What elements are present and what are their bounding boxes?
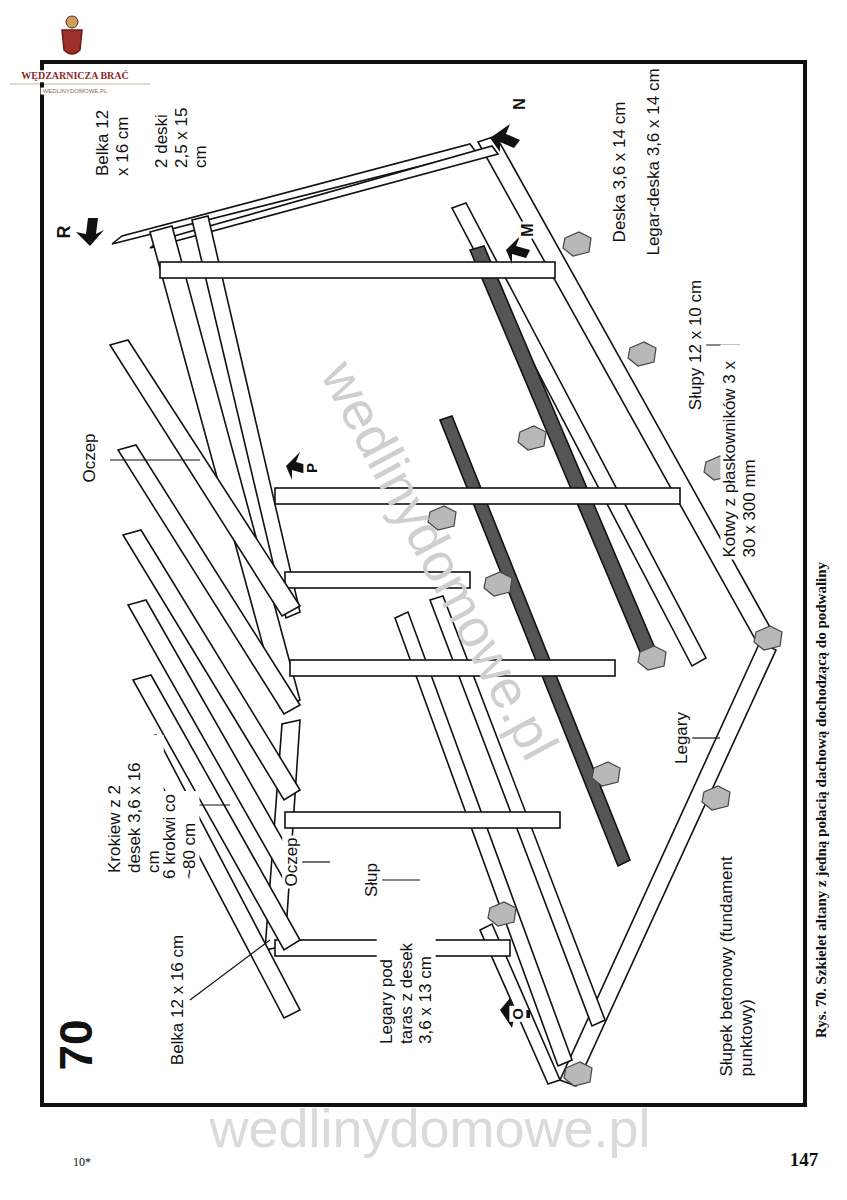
part-label: Legary — [672, 710, 692, 766]
part-label: Belka 12 x 16 cm — [93, 102, 132, 178]
page-number: 147 — [788, 1149, 821, 1171]
part-label: 2 deski 2,5 x 15 cm — [152, 94, 211, 170]
direction-letter: M — [519, 221, 537, 238]
logo-subtext: WEDLINYDOMOWE.PL — [41, 88, 110, 95]
part-label: Oczep — [80, 431, 100, 484]
direction-letter: O — [509, 1006, 526, 1022]
page-note: 10* — [71, 1156, 93, 1170]
logo-icon — [10, 16, 150, 84]
part-label: Belka 12 x 16 cm — [168, 933, 188, 1067]
figure-caption: Rys. 70. Szkielet altany z jedną połacią… — [813, 560, 830, 1040]
part-label: Słupek betonowy (fundament punktowy) — [717, 854, 756, 1079]
part-label: Krokiew z 2 desek 3,6 x 16 cm — [105, 735, 164, 875]
direction-letter: R — [54, 224, 75, 241]
part-label: Oczep — [282, 835, 302, 888]
part-label: Słup — [362, 861, 382, 899]
part-label: Kotwy z płaskowników 3 x 30 x 300 mm — [720, 345, 759, 560]
watermark: wedlinydomowe.pl — [207, 1097, 652, 1159]
timber-frame — [110, 136, 776, 1086]
direction-letter: N — [511, 96, 529, 112]
part-label: Legar-deska 3,6 x 14 cm — [644, 66, 664, 257]
part-label: 6 krokwi co ~80 cm — [160, 791, 199, 881]
figure-border — [42, 62, 805, 1105]
part-label: Słupy 12 x 10 cm — [686, 278, 706, 412]
figure-number: 70 — [50, 1017, 103, 1072]
direction-letter: P — [303, 461, 320, 475]
part-label: Legary pod taras z desek 3,6 x 13 cm — [377, 934, 436, 1046]
logo-text: WĘDZARNICZA BRAĆ — [19, 70, 131, 82]
leader-line — [110, 345, 740, 1000]
part-label: Deska 3,6 x 14 cm — [610, 100, 630, 245]
